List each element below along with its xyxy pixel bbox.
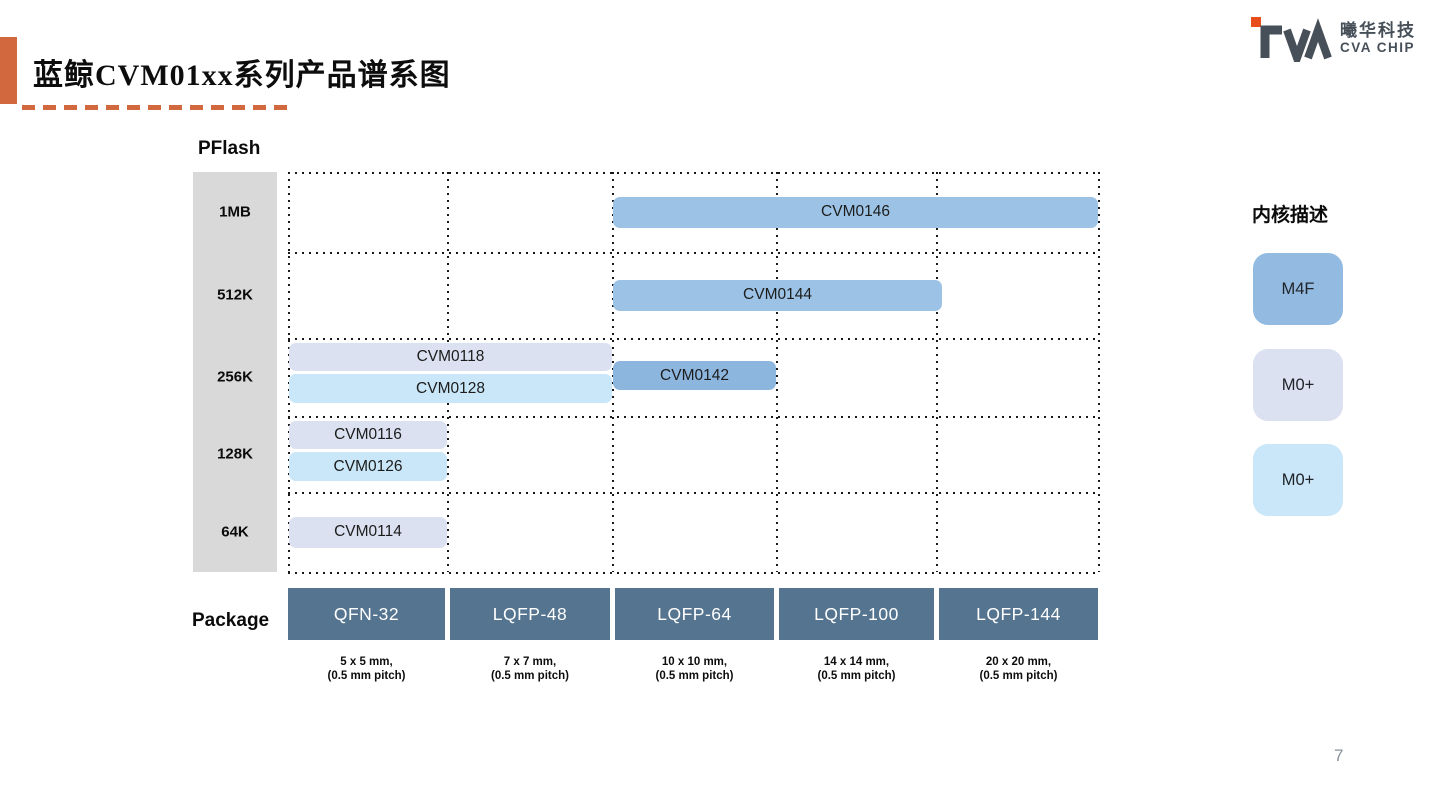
grid-hline: [288, 172, 1100, 174]
grid-vline: [288, 172, 290, 572]
company-name-en: CVA CHIP: [1340, 39, 1416, 55]
pflash-tick-label: 256K: [217, 368, 253, 386]
package-size-label: 7 x 7 mm,(0.5 mm pitch): [491, 656, 569, 682]
grid-hline: [288, 252, 1100, 254]
product-bar: CVM0128: [289, 374, 612, 403]
grid-vline: [936, 172, 938, 572]
grid-vline: [447, 172, 449, 572]
package-cell: LQFP-48: [450, 588, 610, 640]
package-size-label: 20 x 20 mm,(0.5 mm pitch): [979, 656, 1058, 682]
package-cell: LQFP-100: [779, 588, 934, 640]
product-bar: CVM0126: [289, 452, 447, 481]
product-bar: CVM0146: [613, 196, 1098, 228]
pflash-axis-band: [193, 172, 277, 572]
legend-item: M0+: [1253, 444, 1343, 516]
pflash-tick-label: 1MB: [219, 203, 251, 221]
grid-hline: [288, 338, 1100, 340]
product-bar: CVM0144: [613, 279, 942, 311]
package-cell: LQFP-144: [939, 588, 1098, 640]
cva-logo-icon: [1251, 17, 1332, 62]
legend-item: M4F: [1253, 253, 1343, 325]
title-accent-bar: [0, 37, 17, 104]
product-bar: CVM0142: [613, 361, 776, 390]
company-logo: 曦华科技 CVA CHIP: [1244, 16, 1416, 62]
grid-vline: [776, 172, 778, 572]
package-size-label: 14 x 14 mm,(0.5 mm pitch): [817, 656, 896, 682]
legend-item: M0+: [1253, 349, 1343, 421]
pflash-tick-label: 128K: [217, 445, 253, 463]
product-bar: CVM0116: [289, 421, 447, 449]
title-dashed-underline: [22, 105, 290, 110]
product-bar: CVM0118: [289, 343, 612, 371]
package-cell: QFN-32: [288, 588, 445, 640]
grid-hline: [288, 416, 1100, 418]
pflash-axis-title: PFlash: [198, 138, 261, 159]
product-bar: CVM0114: [289, 516, 447, 548]
page-title: 蓝鲸CVM01xx系列产品谱系图: [33, 59, 451, 92]
grid-hline: [288, 572, 1100, 574]
package-size-label: 5 x 5 mm,(0.5 mm pitch): [327, 656, 406, 682]
company-name-cn: 曦华科技: [1340, 21, 1416, 41]
pflash-tick-label: 512K: [217, 286, 253, 304]
legend-title: 内核描述: [1252, 205, 1329, 226]
package-cell: LQFP-64: [615, 588, 774, 640]
package-size-label: 10 x 10 mm,(0.5 mm pitch): [655, 656, 734, 682]
grid-hline: [288, 492, 1100, 494]
grid-vline: [1098, 172, 1100, 572]
pflash-tick-label: 64K: [221, 523, 249, 541]
package-axis-title: Package: [192, 610, 270, 631]
logo-text: 曦华科技 CVA CHIP: [1340, 22, 1416, 56]
page-number: 7: [1334, 746, 1344, 765]
